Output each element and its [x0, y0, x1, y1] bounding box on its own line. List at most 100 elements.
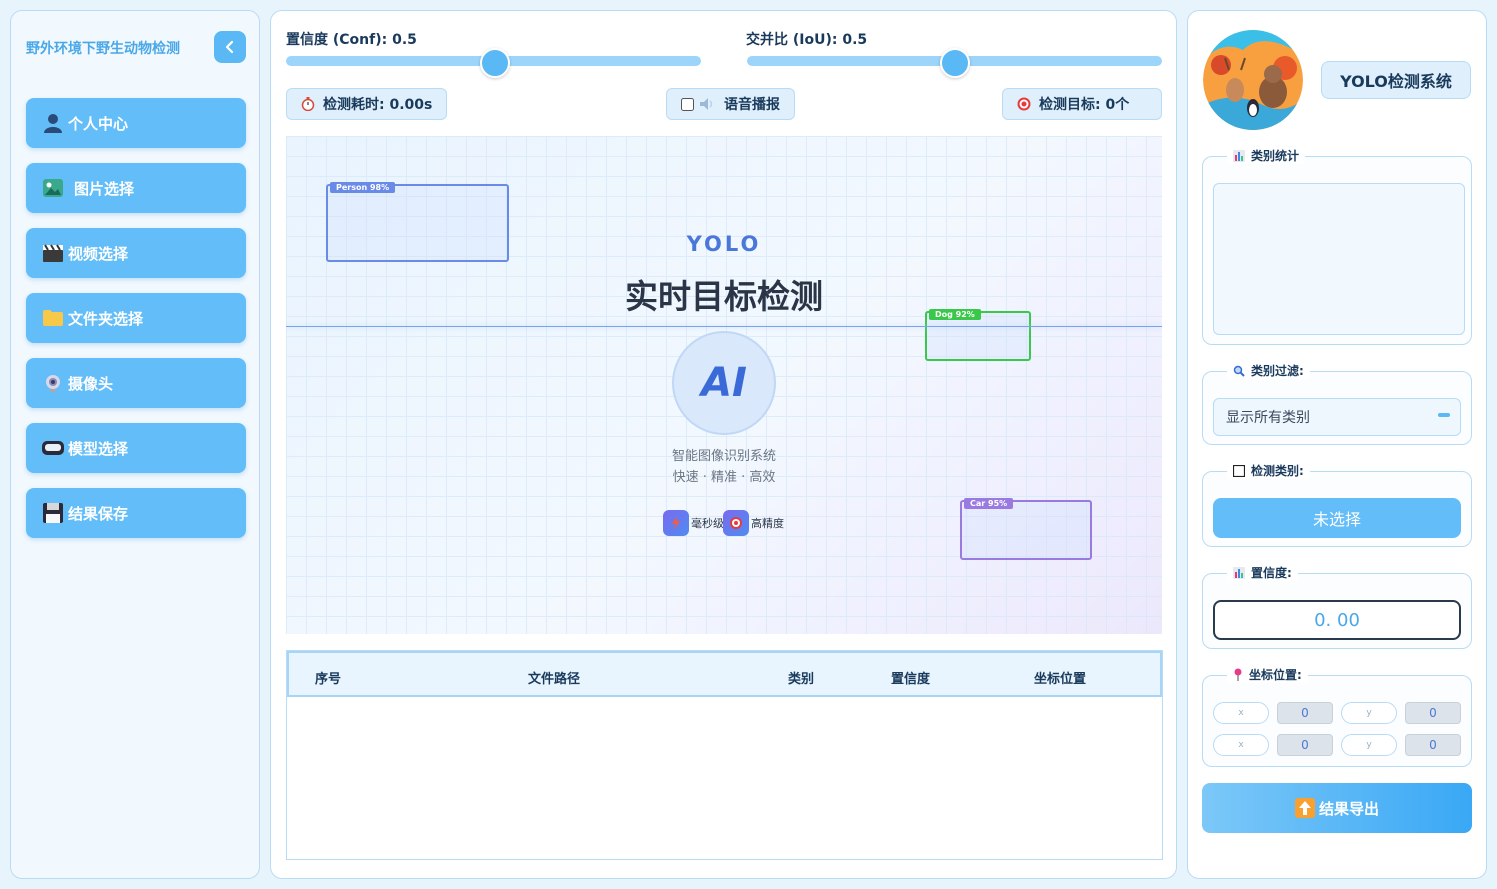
preview-subtitle: 智能图像识别系统 — [671, 449, 776, 464]
nav-label: 视频选择 — [68, 244, 129, 263]
bbox-label: Person 98% — [330, 182, 396, 193]
coordinates-group: 坐标位置: x 0 y 0 x 0 y 0 — [1202, 666, 1472, 767]
nav-save-results[interactable]: 结果保存 — [26, 488, 246, 538]
detection-time-badge: 检测耗时: 0.00s — [286, 88, 448, 120]
scan-line — [286, 326, 1162, 327]
bbox-car: Car 95% — [960, 498, 1092, 560]
detection-time-text: 检测耗时: 0.00s — [323, 97, 433, 113]
voice-checkbox[interactable] — [681, 97, 694, 111]
export-label: 结果导出 — [1318, 799, 1379, 818]
class-stats-label: 类别统计 — [1227, 147, 1306, 164]
vr-headset-icon — [42, 437, 64, 459]
feature-label: 高精度 — [751, 517, 784, 530]
detect-class-group: 检测类别: 未选择 — [1202, 462, 1472, 547]
nav-image-select[interactable]: 图片选择 — [26, 163, 246, 213]
target-count-badge: 检测目标: 0个 — [1002, 88, 1162, 120]
user-icon — [42, 112, 64, 134]
folder-icon — [42, 307, 64, 329]
upload-arrow-icon — [1294, 798, 1315, 818]
ymax-label: y — [1341, 734, 1397, 756]
col-file-path[interactable]: 文件路径 — [528, 672, 581, 687]
collapse-sidebar-button[interactable] — [214, 31, 246, 63]
conf-slider-label: 置信度 (Conf): 0.5 — [286, 32, 417, 48]
table-header: 序号 文件路径 类别 置信度 坐标位置 — [287, 651, 1162, 697]
system-title: YOLO检测系统 — [1321, 61, 1471, 99]
col-index[interactable]: 序号 — [315, 672, 342, 687]
webcam-icon — [42, 372, 64, 394]
xmax-label: x — [1213, 734, 1269, 756]
group-label-text: 坐标位置: — [1249, 668, 1302, 682]
detect-class-button[interactable]: 未选择 — [1213, 498, 1461, 538]
select-value: 显示所有类别 — [1226, 410, 1310, 426]
detect-class-label: 检测类别: — [1227, 462, 1310, 479]
group-label-text: 检测类别: — [1251, 464, 1304, 478]
voice-broadcast-toggle[interactable]: 语音播报 — [666, 88, 795, 120]
checkbox-icon — [1233, 464, 1245, 477]
pushpin-icon — [1233, 668, 1243, 681]
nav-label: 模型选择 — [68, 439, 129, 458]
nav-model-select[interactable]: 模型选择 — [26, 423, 246, 473]
col-confidence[interactable]: 置信度 — [891, 672, 931, 687]
bbox-person: Person 98% — [326, 182, 509, 262]
right-panel: YOLO检测系统 类别统计 类别过滤: 显示所有类别 检测类别: — [1187, 10, 1487, 879]
nav-label: 个人中心 — [68, 114, 129, 133]
class-stats-group: 类别统计 — [1202, 147, 1472, 345]
xmin-label: x — [1213, 702, 1269, 724]
coordinates-label: 坐标位置: — [1227, 666, 1308, 683]
group-label-text: 类别统计 — [1251, 149, 1300, 163]
nav-video-select[interactable]: 视频选择 — [26, 228, 246, 278]
confidence-group: 置信度: 0. 00 — [1202, 564, 1472, 649]
class-filter-group: 类别过滤: 显示所有类别 — [1202, 362, 1472, 445]
xmin-value: 0 — [1277, 702, 1333, 724]
lightning-icon — [663, 510, 689, 536]
class-filter-select[interactable]: 显示所有类别 — [1213, 398, 1461, 436]
detection-preview: Person 98% Dog 92% Car 95% YOLO 实时目标检测 A… — [286, 136, 1162, 634]
floppy-disk-icon — [42, 502, 64, 524]
dropdown-icon — [1438, 413, 1450, 417]
avatar — [1203, 30, 1303, 130]
bar-chart-icon — [1233, 566, 1245, 579]
left-sidebar: 野外环境下野生动物检测 个人中心 图片选择 视频选择 文件夹选择 摄像头 — [10, 10, 260, 879]
bbox-label: Car 95% — [964, 498, 1014, 509]
nav-label: 摄像头 — [68, 374, 114, 393]
nav-label: 文件夹选择 — [68, 309, 144, 328]
xmax-value: 0 — [1277, 734, 1333, 756]
bbox-dog: Dog 92% — [925, 309, 1031, 361]
iou-slider-handle[interactable] — [940, 48, 970, 78]
nav-folder-select[interactable]: 文件夹选择 — [26, 293, 246, 343]
iou-slider-label: 交并比 (IoU): 0.5 — [746, 32, 868, 48]
stopwatch-icon — [301, 97, 315, 111]
bbox-label: Dog 92% — [929, 309, 981, 320]
conf-slider-handle[interactable] — [480, 48, 510, 78]
export-results-button[interactable]: 结果导出 — [1202, 783, 1472, 833]
clapperboard-icon — [42, 242, 64, 264]
feature-precision: 高精度 — [723, 510, 784, 536]
chevron-left-icon — [225, 40, 234, 54]
speaker-icon — [700, 98, 716, 110]
results-table: 序号 文件路径 类别 置信度 坐标位置 — [286, 650, 1163, 860]
magnifier-icon — [1233, 365, 1245, 377]
ymin-value: 0 — [1405, 702, 1461, 724]
voice-label: 语音播报 — [724, 97, 780, 113]
app-title: 野外环境下野生动物检测 — [26, 41, 180, 57]
feature-label: 毫秒级 — [691, 517, 724, 530]
preview-title: 实时目标检测 — [625, 277, 823, 316]
class-stats-chart — [1213, 183, 1465, 335]
ai-logo-text: AI — [701, 360, 747, 406]
ymin-label: y — [1341, 702, 1397, 724]
preview-tagline: 快速 · 精准 · 高效 — [672, 470, 776, 485]
feature-millisecond: 毫秒级 — [663, 510, 724, 536]
target-count-text: 检测目标: 0个 — [1039, 97, 1130, 113]
image-icon — [42, 177, 64, 199]
col-coordinates[interactable]: 坐标位置 — [1034, 672, 1087, 687]
target-icon — [723, 510, 749, 536]
class-filter-label: 类别过滤: — [1227, 362, 1310, 379]
nav-label: 结果保存 — [68, 504, 129, 523]
group-label-text: 置信度: — [1251, 566, 1292, 580]
nav-label: 图片选择 — [74, 179, 135, 198]
main-panel: 置信度 (Conf): 0.5 交并比 (IoU): 0.5 检测耗时: 0.0… — [270, 10, 1177, 879]
col-class[interactable]: 类别 — [788, 672, 815, 687]
nav-camera[interactable]: 摄像头 — [26, 358, 246, 408]
bar-chart-icon — [1233, 149, 1245, 162]
nav-personal-center[interactable]: 个人中心 — [26, 98, 246, 148]
